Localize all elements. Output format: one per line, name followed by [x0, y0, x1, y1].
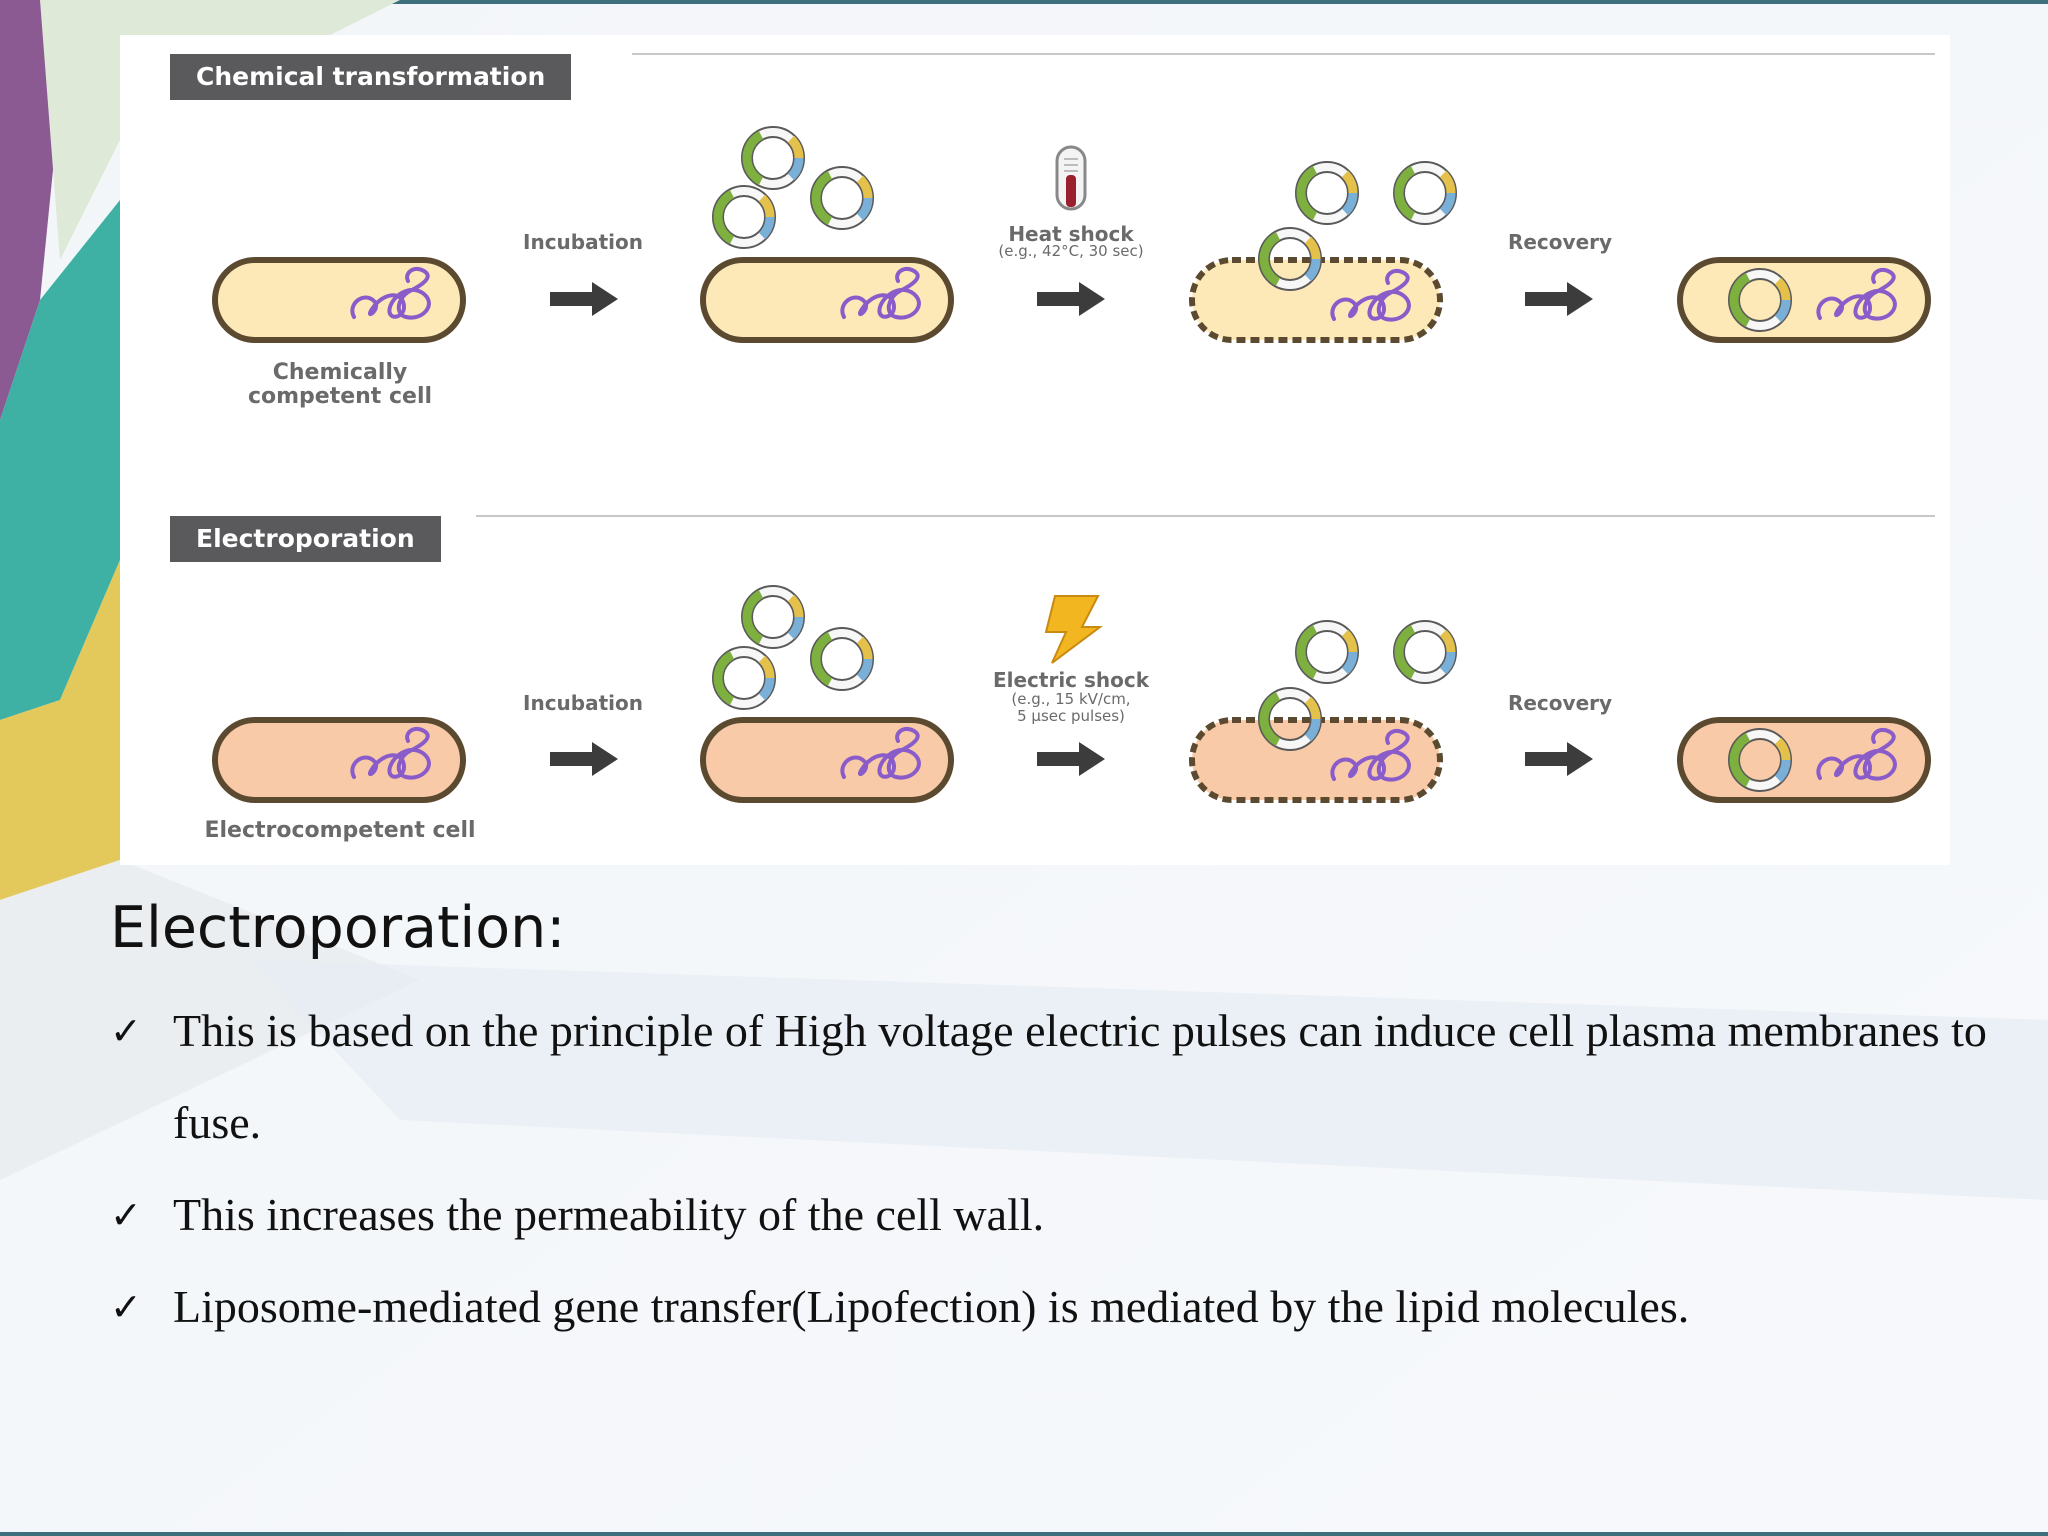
- incubation-arrow: [550, 282, 618, 316]
- step-label-recovery: Recovery: [1507, 230, 1613, 254]
- electroporation-row: [212, 586, 1931, 803]
- recovered-cell-2: [1677, 717, 1931, 803]
- checkmark-icon: ✓: [110, 1193, 142, 1237]
- competent-cell: [212, 257, 466, 343]
- checkmark-icon: ✓: [110, 1009, 142, 1053]
- step-label-recovery-2: Recovery: [1507, 691, 1613, 715]
- recovered-cell: [1677, 257, 1931, 343]
- section-header-chemical: Chemical transformation: [170, 54, 572, 100]
- incubation-arrow-2: [550, 742, 618, 776]
- cell-label-line2: competent cell: [247, 384, 433, 409]
- recovery-arrow-2: [1525, 742, 1593, 776]
- heat-shock-arrow: [1037, 282, 1105, 316]
- step-label-heat-shock: Heat shock: [1008, 222, 1134, 246]
- bullet-text: This increases the permeability of the c…: [173, 1189, 1045, 1240]
- step-label-electric-shock: Electric shock: [992, 668, 1150, 692]
- cell-label-line1: Chemically: [272, 360, 408, 385]
- thermometer-icon: [1055, 145, 1087, 211]
- incubated-cell: [700, 127, 954, 343]
- electric-shock-condition-line2: 5 μsec pulses): [1017, 707, 1125, 725]
- lightning-bolt-icon: [1044, 595, 1103, 664]
- recovery-arrow: [1525, 282, 1593, 316]
- electric-shock-arrow: [1037, 742, 1105, 776]
- bullet-text: This is based on the principle of High v…: [173, 1005, 1987, 1148]
- incubated-cell-2: [700, 586, 954, 803]
- electric-shock-condition: (e.g., 15 kV/cm, 5 μsec pulses): [1011, 691, 1130, 725]
- bullet-text: Liposome-mediated gene transfer(Lipofect…: [173, 1281, 1690, 1332]
- step-label-incubation: Incubation: [523, 230, 643, 254]
- heat-shocked-cell: [1189, 162, 1456, 343]
- electric-shock-condition-line1: (e.g., 15 kV/cm,: [1011, 690, 1131, 708]
- transformation-diagram: Chemical transformation Electroporation …: [120, 35, 1950, 865]
- electrocompetent-cell: [212, 717, 466, 803]
- section-header-electroporation: Electroporation: [170, 516, 441, 562]
- cell-label-chemically-competent: Chemically competent cell: [248, 361, 432, 409]
- checkmark-icon: ✓: [110, 1285, 142, 1329]
- slide-heading: Electroporation:: [110, 895, 566, 961]
- chemical-row: [212, 127, 1931, 343]
- cell-label-electrocompetent: Electrocompetent cell: [204, 818, 476, 843]
- heat-shock-condition: (e.g., 42°C, 30 sec): [998, 242, 1144, 260]
- electroshocked-cell: [1189, 621, 1456, 803]
- step-label-incubation-2: Incubation: [523, 691, 643, 715]
